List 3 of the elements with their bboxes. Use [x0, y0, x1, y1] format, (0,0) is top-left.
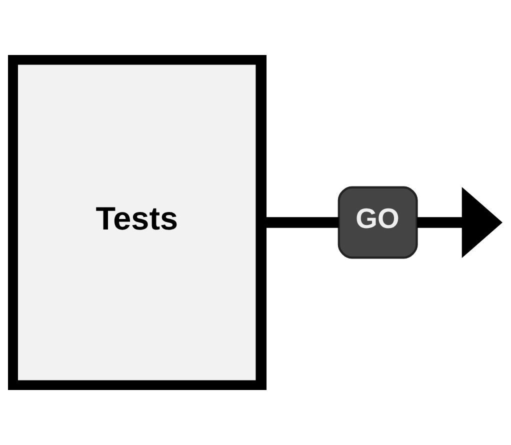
node-box: GO: [338, 186, 418, 259]
node-box: Tests: [8, 55, 267, 390]
arrow: [417, 186, 502, 258]
